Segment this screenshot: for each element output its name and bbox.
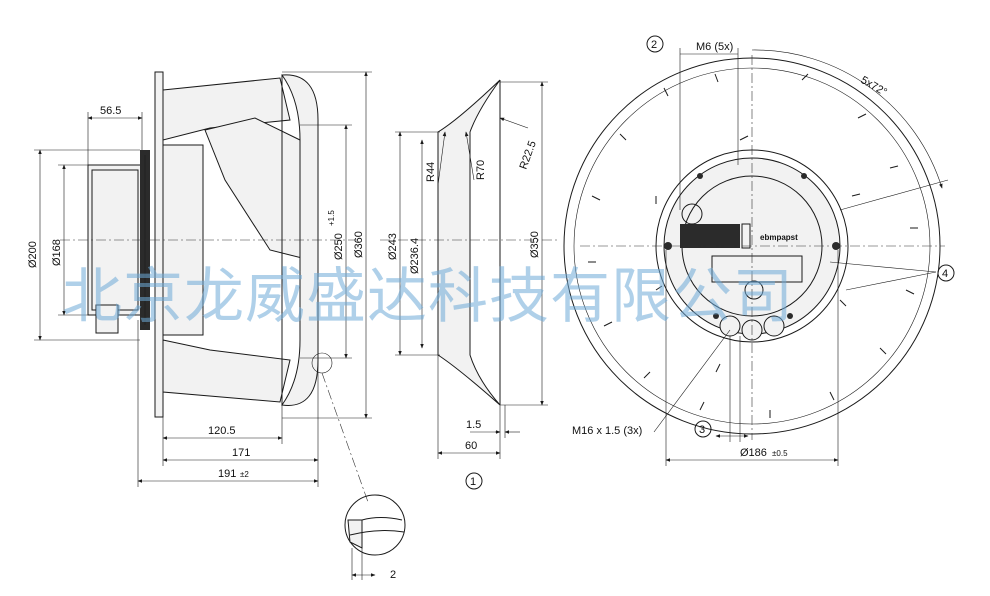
dim-outer: Ø200: [27, 241, 39, 268]
dim-r44: R44: [425, 162, 437, 182]
terminal-block: [680, 224, 740, 248]
dim-m16: M16 x 1.5 (3x): [572, 425, 642, 437]
dim-171: 171: [232, 447, 250, 459]
dim-120: 120.5: [208, 425, 236, 437]
marker-3-label: 3: [699, 424, 705, 436]
marker-2-label: 2: [651, 39, 657, 51]
dim-w15: 1.5: [466, 419, 481, 431]
dim-wheel: Ø360: [353, 231, 365, 258]
dim-350: Ø350: [529, 231, 541, 258]
blade-bottom: [162, 339, 291, 403]
side-view: 56.5 Ø200 Ø168 120.5 171 191 ±2 Ø250 +1.…: [27, 71, 406, 581]
dim-detail-gap: 2: [390, 569, 396, 581]
blade-marks: [588, 73, 918, 418]
dim-inlet: Ø250: [333, 233, 345, 260]
dim-r70: R70: [475, 160, 487, 180]
front-view: ebmpapst M6 (5x) 2 5x72° 4 M16 x 1.5 (3: [563, 35, 955, 466]
marker-4: [937, 264, 955, 282]
ring-profile: [437, 79, 501, 406]
marker-1-label: 1: [470, 476, 476, 488]
watermark: 北京龙威盛达科技有限公司: [62, 262, 794, 332]
dim-191-tol: ±2: [240, 470, 249, 479]
dim-243: Ø243: [387, 233, 399, 260]
dim-186-tol: ±0.5: [772, 449, 788, 458]
marker-2: [646, 35, 664, 53]
detail-circle: [344, 494, 406, 556]
blade-mid: [204, 117, 311, 261]
dim-motor-top: 56.5: [100, 105, 121, 117]
dim-186: Ø186: [740, 447, 767, 459]
dim-236: Ø236.4: [409, 238, 421, 274]
dim-191: 191: [218, 468, 236, 480]
dim-angle: 5x72°: [859, 74, 889, 99]
dim-inlet-tol: +1.5: [327, 210, 336, 226]
dim-w60: 60: [465, 440, 477, 452]
marker-3: [694, 420, 712, 438]
marker-4-label: 4: [942, 268, 948, 280]
dim-m6: M6 (5x): [696, 41, 733, 53]
dim-r22: R22.5: [518, 139, 539, 171]
backplate: [154, 71, 164, 418]
gland-3: [763, 315, 785, 337]
cable-gland: [95, 304, 119, 334]
dim-inner: Ø168: [51, 239, 63, 266]
marker-1: [465, 472, 483, 490]
brand-logo: ebmpapst: [760, 233, 798, 242]
